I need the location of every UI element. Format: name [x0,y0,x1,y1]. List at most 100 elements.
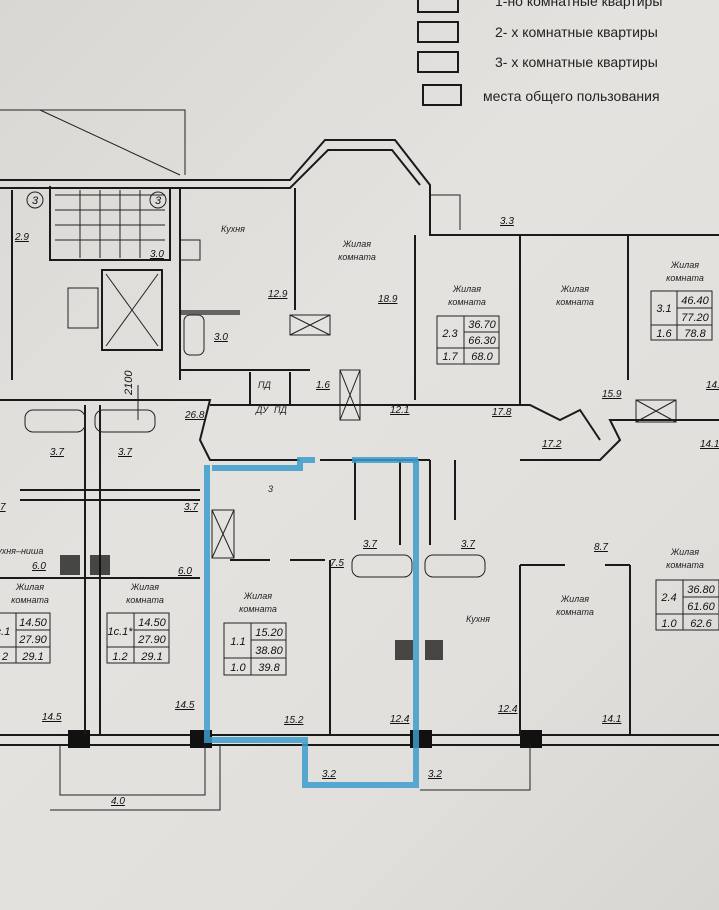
total-area: 27.90 [18,634,47,646]
area-label: 7.5 [330,558,344,569]
area-label: 12.4 [498,704,518,715]
stair-mark-circle [26,191,44,209]
coefficient: 2 [1,651,8,663]
area-label: 4.0 [111,796,125,807]
living-area: 36.70 [468,319,496,331]
room-label: Жилая [452,284,481,294]
room-label: комната [556,607,594,617]
area-label: 3 [268,484,273,494]
living-area: 14.50 [138,617,166,629]
total-area: 66.30 [468,335,496,347]
living-area: 36.80 [687,584,715,596]
room-label: Жилая [560,284,589,294]
legend-common: места общего пользования [483,88,660,104]
area-label: 1.6 [316,380,330,391]
du-label: ДУ [255,405,269,415]
area-label: 3.7 [50,447,64,458]
total-with-balcony: 29.1 [140,651,162,663]
room-label: Жилая [342,239,371,249]
coefficient: 1.2 [112,651,127,663]
area-label: 12.4 [390,714,410,725]
room-label: комната [338,252,376,262]
area-label: 3.0 [150,249,164,260]
apartment-2-4: Жилая комната 2.4 36.80 61.60 1.0 62.6 [655,547,719,631]
living-area: 14.50 [19,617,47,629]
lower-walls [0,405,631,811]
total-with-balcony: 29.1 [21,651,43,663]
area-label: 12.9 [268,289,288,300]
area-label: 18.9 [378,294,398,305]
area-label: 26.8 [184,410,205,421]
room-label: Жилая [15,582,44,592]
room-label: комната [666,560,704,570]
stair-mark-right: 3 [155,195,162,207]
total-area: 61.60 [687,601,715,613]
room-label: Жилая [243,591,272,601]
coefficient: 1.6 [656,328,672,340]
legend-swatch-common [422,84,462,106]
area-label: 3.3 [500,216,514,227]
area-label: 3.2 [322,769,336,780]
area-label: 3.2 [428,769,442,780]
legend-1room: 1-но комнатные квартиры [495,0,662,9]
apartment-1-1: Жилая комната 1.1 15.20 38.80 1.0 39.8 [223,591,287,676]
area-label: 7 [0,502,6,513]
room-label: Жилая [560,594,589,604]
area-label: 14.5 [706,380,719,391]
legend-3room: 3- х комнатные квартиры [495,54,658,70]
room-label: комната [556,297,594,307]
area-label: 14.5 [175,700,195,711]
room-label: комната [126,595,164,605]
area-label: 3.7 [118,447,132,458]
apartment-1c-1: Жилая комната с.1 14.50 27.90 2 29.1 [0,582,51,664]
area-label: 3.7 [461,539,475,550]
total-area: 27.90 [137,634,166,646]
coefficient: 1.0 [230,662,246,674]
legend-swatch-3room [417,51,459,73]
room-label: Кухня [221,224,245,234]
room-label: Жилая [670,260,699,270]
coefficient: 1.0 [661,618,677,630]
area-label: 12.1 [390,405,409,416]
area-label: 15.2 [284,715,304,726]
legend-swatch-1room [417,0,459,13]
apartment-type: 1с.1* [107,626,133,638]
room-label: Жилая [670,547,699,557]
legend-swatch-2room [417,21,459,43]
area-label: 3.0 [214,332,228,343]
area-label: 3.7 [184,502,198,513]
room-label: Кухня [466,614,490,624]
area-label: 14.1 [602,714,621,725]
living-area: 46.40 [681,295,709,307]
legend: 1-но комнатные квартиры 2- х комнатные к… [417,0,662,106]
area-label: 6.0 [178,566,192,577]
area-label: 6.0 [32,561,46,572]
apartment-3-1: Жилая комната 3.1 46.40 77.20 1.6 78.8 [650,260,713,341]
stair-mark-left: 3 [32,195,39,207]
total-with-balcony: 62.6 [690,618,712,630]
apartment-type: 2.4 [660,592,676,604]
stair-mark-circle [149,191,167,209]
apartment-type: 3.1 [656,303,671,315]
total-area: 77.20 [681,312,709,324]
apartment-type: 2.3 [441,328,458,340]
room-label: комната [448,297,486,307]
total-with-balcony: 68.0 [471,351,493,363]
area-label: 3.7 [363,539,377,550]
legend-2room: 2- х комнатные квартиры [495,24,658,40]
area-label: 15.9 [602,389,622,400]
room-label: комната [11,595,49,605]
apartment-2-3: Жилая комната 2.3 36.70 66.30 1.7 68.0 [436,284,500,365]
room-label: Жилая [130,582,159,592]
apartment-type: с.1 [0,626,10,638]
room-label: комната [666,273,704,283]
area-label: 17.8 [492,407,512,418]
room-label: комната [239,604,277,614]
area-label: 14.1 [700,439,719,450]
highlighted-apartment-outline [204,457,419,788]
area-label: 2.9 [14,232,29,243]
apartment-type: 1.1 [230,636,245,648]
coefficient: 1.7 [442,351,458,363]
